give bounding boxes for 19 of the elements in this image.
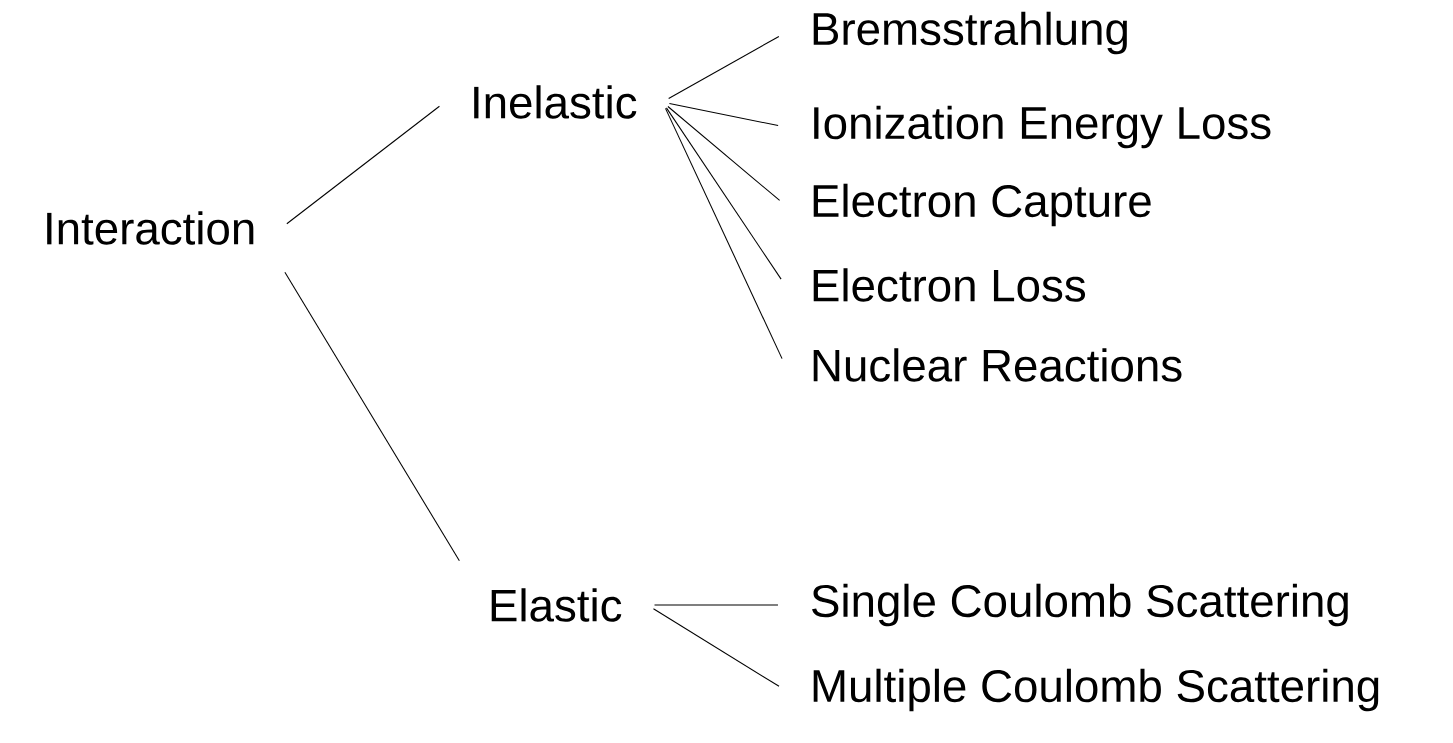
leaf-label: Electron Capture [813,183,1151,227]
connector-line [284,271,460,562]
connector-line [668,35,780,100]
connector-line [665,107,782,280]
leaf-label: Nuclear Reactions [813,348,1182,382]
connector-line [654,604,779,606]
connector-line [652,608,780,687]
connector-line [286,105,440,225]
connector-line [664,107,783,360]
leaf-label: Multiple Coulomb Scattering [813,668,1379,712]
leaf-label: Bremsstrahlung [813,11,1127,55]
leaf-label: Electron Loss [813,268,1086,302]
connector-line [667,106,781,201]
root-label: Interaction [47,211,254,245]
category-label: Inelastic [474,85,637,119]
leaf-label: Ionization Energy Loss [814,105,1271,149]
category-label: Elastic [491,588,622,622]
connector-line [668,102,779,127]
leaf-label: Single Coulomb Scattering [812,583,1348,627]
